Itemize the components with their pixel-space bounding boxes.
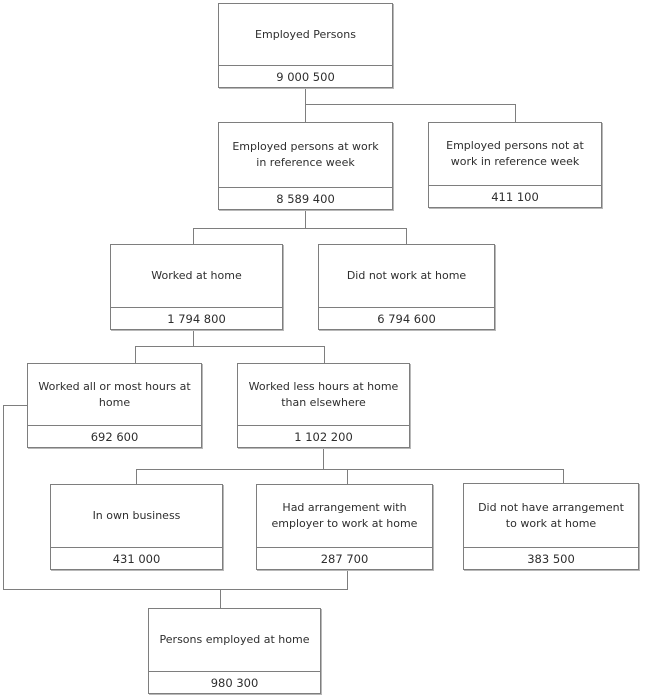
edge-line — [135, 346, 136, 363]
edge-line — [563, 469, 564, 484]
node-value: 411 100 — [429, 185, 601, 207]
node-did-not-work-at-home: Did not work at home 6 794 600 — [318, 244, 495, 330]
node-persons-employed-at-home: Persons employed at home 980 300 — [148, 608, 321, 694]
edge-line — [3, 405, 4, 590]
node-value: 1 794 800 — [111, 307, 282, 329]
node-label: Worked at home — [151, 269, 242, 282]
edge-line — [406, 228, 407, 244]
node-value: 383 500 — [464, 547, 638, 569]
node-label: Had arrangement with employer to work at… — [271, 501, 418, 530]
edge-line — [193, 228, 407, 229]
edge-line — [305, 210, 306, 228]
node-value: 1 102 200 — [238, 425, 409, 447]
node-label: Did not work at home — [346, 269, 467, 282]
edge-line — [136, 469, 564, 470]
edge-line — [220, 589, 221, 608]
edge-line — [347, 570, 348, 590]
node-value: 692 600 — [28, 425, 201, 447]
edge-line — [323, 448, 324, 469]
node-value: 6 794 600 — [319, 307, 494, 329]
edge-line — [305, 88, 306, 122]
node-value: 287 700 — [257, 547, 432, 569]
node-no-arrangement: Did not have arrangement to work at home… — [463, 483, 639, 570]
edge-line — [3, 589, 348, 590]
node-label: Employed persons not at work in referenc… — [446, 139, 584, 168]
edge-line — [135, 346, 325, 347]
node-label: In own business — [92, 509, 181, 522]
node-label: Worked less hours at home than elsewhere — [248, 379, 399, 409]
edge-line — [515, 104, 516, 122]
edge-line — [193, 228, 194, 244]
node-label: Employed Persons — [255, 27, 356, 41]
node-worked-less-at-home: Worked less hours at home than elsewhere… — [237, 363, 410, 448]
node-value: 980 300 — [149, 671, 320, 693]
node-not-at-work-reference-week: Employed persons not at work in referenc… — [428, 122, 602, 208]
node-label: Persons employed at home — [159, 633, 310, 646]
node-employed-persons: Employed Persons 9 000 500 — [218, 3, 393, 88]
edge-line — [136, 469, 137, 484]
edge-line — [305, 104, 516, 105]
node-value: 9 000 500 — [219, 65, 392, 87]
node-worked-all-or-most-at-home: Worked all or most hours at home 692 600 — [27, 363, 202, 448]
node-label: Employed persons at work in reference we… — [232, 140, 379, 169]
node-at-work-reference-week: Employed persons at work in reference we… — [218, 122, 393, 210]
edge-line — [324, 346, 325, 363]
node-label: Did not have arrangement to work at home — [478, 500, 624, 530]
edge-line — [347, 469, 348, 484]
node-label: Worked all or most hours at home — [38, 379, 191, 409]
node-had-arrangement: Had arrangement with employer to work at… — [256, 484, 433, 570]
node-value: 431 000 — [51, 547, 222, 569]
node-value: 8 589 400 — [219, 187, 392, 209]
edge-line — [3, 405, 27, 406]
edge-line — [193, 330, 194, 347]
node-worked-at-home: Worked at home 1 794 800 — [110, 244, 283, 330]
node-in-own-business: In own business 431 000 — [50, 484, 223, 570]
